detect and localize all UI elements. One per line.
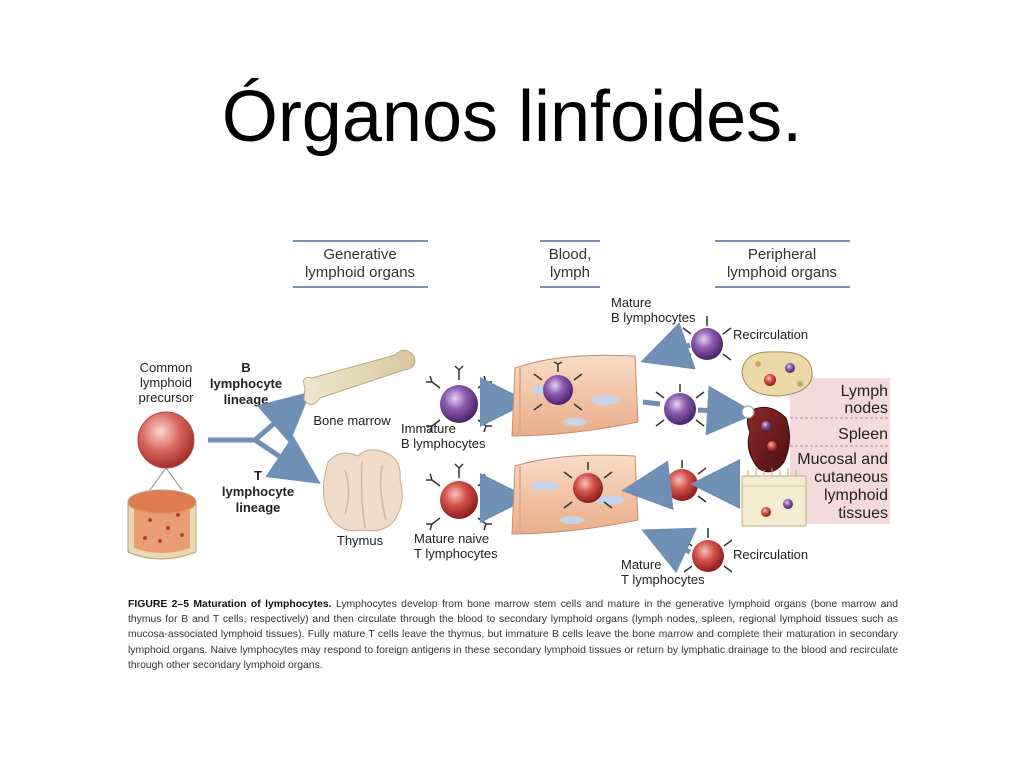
- bone-marrow-icon: [304, 350, 415, 404]
- mature-t-label: Mature T lymphocytes: [621, 557, 705, 587]
- lymph-nodes-label: Lymph nodes: [841, 383, 888, 417]
- bone-section-icon: [128, 468, 196, 559]
- svg-text:Mature: Mature: [621, 557, 661, 572]
- svg-text:T lymphocytes: T lymphocytes: [621, 572, 705, 587]
- b-lineage-label: B lymphocyte lineage: [210, 360, 282, 407]
- mucosal-tissue-icon: [742, 468, 806, 526]
- spleen-label: Spleen: [838, 426, 888, 443]
- svg-text:lymphocyte: lymphocyte: [222, 484, 294, 499]
- header-peripheral-line1: Peripheral: [748, 246, 816, 263]
- header-generative-line2: lymphoid organs: [305, 264, 415, 281]
- svg-text:lymphoid: lymphoid: [824, 487, 888, 504]
- svg-text:Common: Common: [140, 360, 193, 375]
- svg-text:tissues: tissues: [838, 505, 888, 522]
- svg-text:B: B: [241, 360, 250, 375]
- svg-text:B lymphocytes: B lymphocytes: [611, 310, 696, 325]
- svg-text:Lymph: Lymph: [841, 383, 888, 400]
- t-to-blood-arrow: [646, 486, 664, 488]
- svg-text:lymphocyte: lymphocyte: [210, 376, 282, 391]
- header-blood-line2: lymph: [550, 264, 590, 281]
- svg-text:B lymphocytes: B lymphocytes: [401, 436, 486, 451]
- thymus-icon: [323, 450, 402, 531]
- peripheral-t-cell-icon: [658, 460, 706, 502]
- mature-b-label: Mature B lymphocytes: [611, 295, 696, 325]
- figure-title: Maturation of lymphocytes.: [193, 599, 331, 610]
- figure-number: FIGURE 2–5: [128, 599, 189, 610]
- svg-text:precursor: precursor: [139, 390, 195, 405]
- blood-vessel-top: [512, 355, 638, 436]
- header-generative: Generative lymphoid organs: [293, 241, 428, 287]
- svg-text:nodes: nodes: [844, 400, 888, 417]
- figure-caption: FIGURE 2–5 Maturation of lymphocytes. Ly…: [128, 597, 898, 673]
- recirculation-top-arrow: [664, 345, 690, 354]
- svg-text:T lymphocytes: T lymphocytes: [414, 546, 498, 561]
- svg-text:cutaneous: cutaneous: [814, 469, 888, 486]
- header-blood: Blood, lymph: [540, 241, 600, 287]
- svg-text:T: T: [254, 468, 262, 483]
- bone-marrow-label: Bone marrow: [313, 413, 391, 428]
- recirculation-top-label: Recirculation: [733, 327, 808, 342]
- svg-text:Immature: Immature: [401, 421, 456, 436]
- svg-text:lineage: lineage: [224, 392, 269, 407]
- precursor-cell-icon: [138, 412, 194, 468]
- header-blood-line1: Blood,: [549, 246, 592, 263]
- thymus-label: Thymus: [337, 533, 384, 548]
- svg-text:lymphoid: lymphoid: [140, 375, 192, 390]
- svg-text:lineage: lineage: [236, 500, 281, 515]
- svg-text:Mature: Mature: [611, 295, 651, 310]
- header-generative-line1: Generative: [323, 246, 396, 263]
- peripheral-b-cell-icon: [656, 384, 704, 426]
- lineage-branch-arrows: [208, 408, 300, 470]
- spleen-icon: [742, 406, 790, 472]
- recirculation-bottom-label: Recirculation: [733, 547, 808, 562]
- mature-naive-t-label: Mature naive T lymphocytes: [414, 531, 498, 561]
- immature-b-label: Immature B lymphocytes: [401, 421, 486, 451]
- t-lineage-label: T lymphocyte lineage: [222, 468, 294, 515]
- lymph-node-icon: [742, 352, 812, 396]
- common-precursor-label: Common lymphoid precursor: [139, 360, 195, 405]
- svg-text:Mature naive: Mature naive: [414, 531, 489, 546]
- svg-text:Mucosal and: Mucosal and: [797, 451, 888, 468]
- header-peripheral: Peripheral lymphoid organs: [715, 241, 850, 287]
- header-peripheral-line2: lymphoid organs: [727, 264, 837, 281]
- mature-t-cell-icon: [684, 528, 732, 572]
